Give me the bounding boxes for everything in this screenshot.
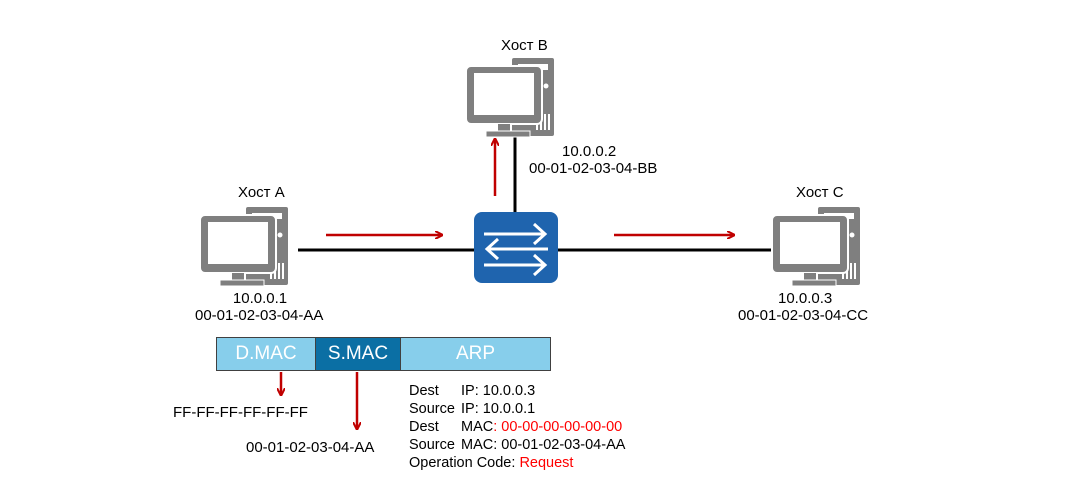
host-b-ip: 10.0.0.2 <box>562 143 617 160</box>
host-a-mac: 00-01-02-03-04-AA <box>195 307 324 324</box>
host-c-name: Хост C <box>796 184 844 201</box>
frame-dmac-field: D.MAC <box>216 337 316 371</box>
arp-src-ip: 10.0.0.1 <box>482 401 536 417</box>
switch-icon <box>474 212 558 283</box>
dmac-value: FF-FF-FF-FF-FF-FF <box>173 404 308 421</box>
host-a-name: Хост A <box>238 184 285 201</box>
host-b-mac: 00-01-02-03-04-BB <box>529 160 658 177</box>
host-a-computer-icon <box>199 206 289 287</box>
host-b-name: Хост B <box>501 37 548 54</box>
smac-value: 00-01-02-03-04-AA <box>246 439 375 456</box>
arp-dest-ip: 10.0.0.3 <box>482 383 536 399</box>
arp-dest-mac: : 00-00-00-00-00-00 <box>493 419 623 435</box>
host-a-ip: 10.0.0.1 <box>232 290 288 307</box>
arp-src-mac: 00-01-02-03-04-AA <box>501 437 626 453</box>
host-c-mac: 00-01-02-03-04-CC <box>738 307 869 324</box>
host-c-ip: 10.0.0.3 <box>778 290 833 307</box>
host-b-computer-icon <box>465 57 555 138</box>
frame-smac-field: S.MAC <box>315 337 401 371</box>
arp-opcode-row: Operation Code: Request <box>409 455 574 471</box>
frame-arp-field: ARP <box>400 337 551 371</box>
arp-opcode: Request <box>519 455 574 471</box>
host-c-computer-icon <box>771 206 861 287</box>
